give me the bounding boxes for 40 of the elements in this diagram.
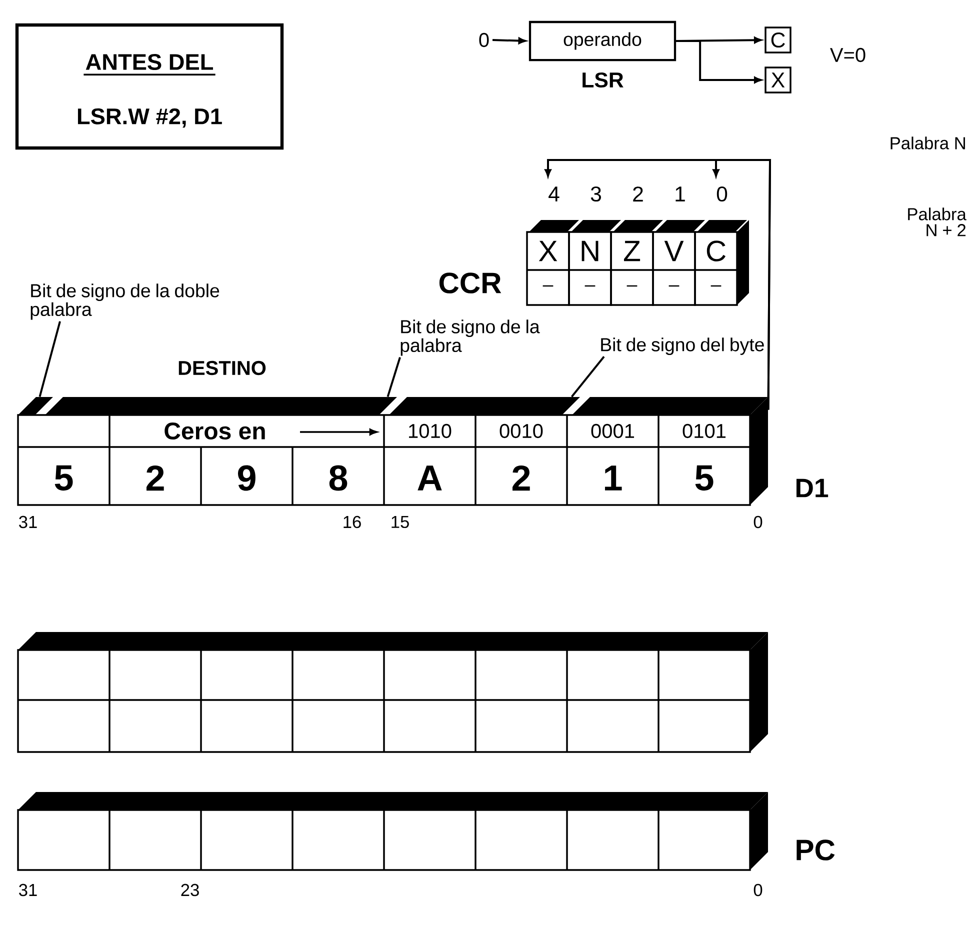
leader-line: [386, 357, 401, 398]
register-name: PC: [796, 840, 835, 860]
bit-number: 31: [19, 884, 37, 896]
operand-box: operando: [528, 20, 676, 62]
bit-number: 3: [590, 186, 601, 202]
flag-cell: X –: [526, 220, 579, 306]
bit-number: 4: [548, 186, 560, 202]
arrow: [712, 159, 772, 410]
flag-cell: C –: [694, 220, 749, 306]
flag-box: X: [764, 66, 792, 94]
register-name: CCR: [439, 272, 502, 294]
flag-value: V=0: [830, 48, 866, 62]
note-text: Bit de signo de la palabra: [400, 320, 540, 356]
note-text: Bit de signo de la doble palabra: [30, 284, 220, 320]
input-value: 0: [479, 32, 489, 48]
flag-box: C: [764, 26, 792, 54]
flag-cell: Z –: [610, 220, 663, 306]
register-name: D1: [796, 478, 828, 498]
bit-number: 31: [19, 516, 37, 528]
bit-number: 0: [754, 884, 762, 896]
register: [17, 632, 768, 753]
bit-number: 1: [676, 186, 685, 202]
bit-number: 0: [754, 516, 762, 528]
leader-line: [38, 321, 61, 397]
arrow: [676, 40, 762, 84]
flag-cell: N –: [568, 220, 621, 306]
bit-number: 23: [181, 884, 199, 896]
bit-number: 0: [716, 186, 728, 202]
arrow: [492, 37, 526, 44]
bit-number: 16: [344, 516, 361, 528]
bit-number: 15: [392, 516, 409, 528]
memory-word-label: Palabra N: [890, 136, 965, 150]
register-heading: DESTINO: [178, 360, 266, 376]
leader-line: [570, 356, 605, 398]
bit-number: 2: [633, 186, 643, 202]
title-box: ANTES DEL LSR.W #2, D1: [15, 23, 284, 150]
memory-word-label: Palabra N + 2: [908, 208, 966, 236]
operation-name: LSR: [582, 72, 624, 88]
flag-cell: V –: [652, 220, 705, 306]
note-text: Bit de signo del byte: [601, 338, 764, 355]
